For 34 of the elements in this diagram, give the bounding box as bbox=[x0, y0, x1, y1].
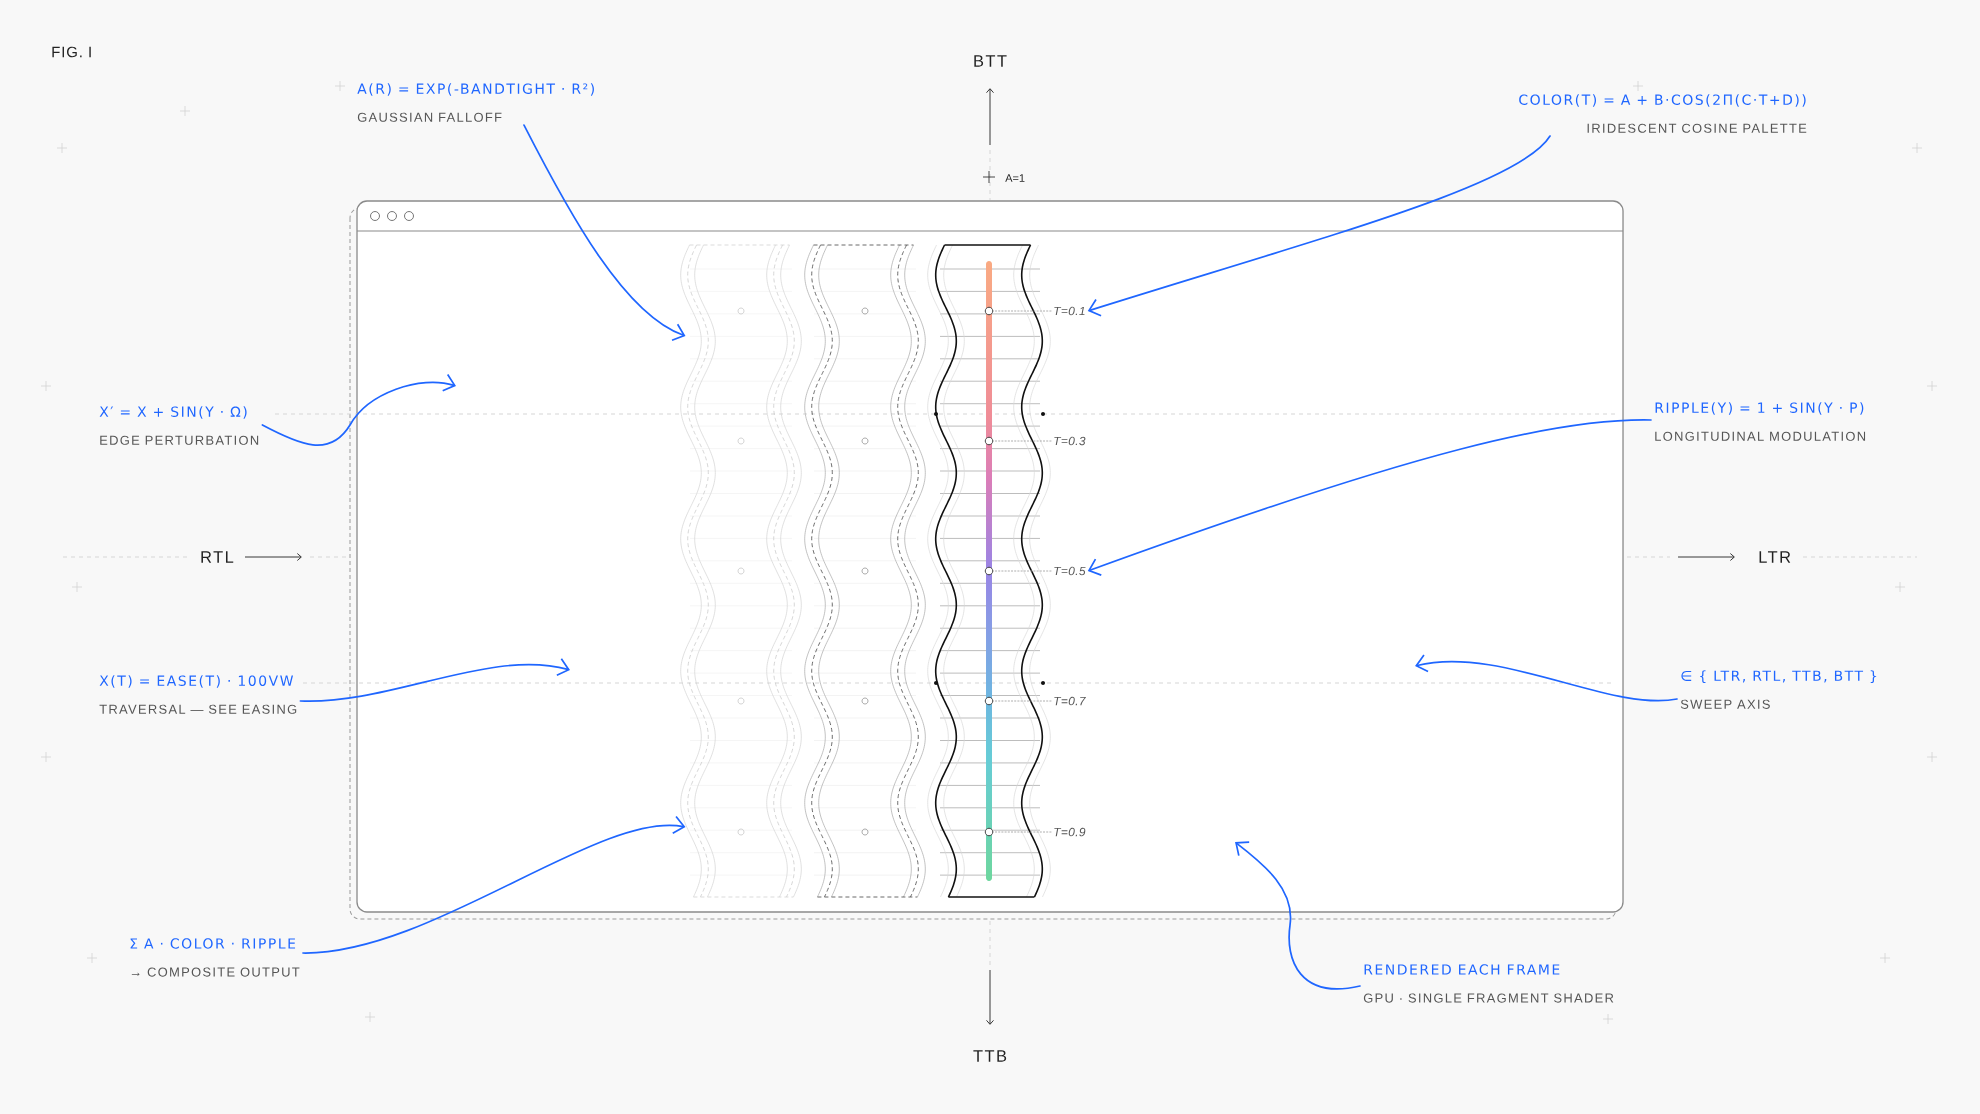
direction-label: LTR bbox=[1759, 551, 1791, 563]
marker-label: T=0.9 bbox=[1054, 827, 1086, 837]
annotation: RIPPLE(Y) = 1 + SIN(Y · Ρ) LONGITUDINAL MODULATION bbox=[1655, 402, 1866, 441]
direction-label: BTT bbox=[974, 55, 1007, 67]
arrow bbox=[1087, 419, 1652, 576]
direction-label: RTL bbox=[201, 551, 234, 563]
annotation: ∈ { LTR, RTL, TTB, BTT } SWEEP AXIS bbox=[1680, 670, 1877, 709]
wavy-band bbox=[927, 244, 1051, 898]
arrow bbox=[302, 815, 686, 954]
arrow bbox=[1087, 135, 1551, 317]
annotation: X′ = X + SIN(Y · Ω) EDGE PERTURBATION bbox=[99, 406, 259, 445]
leader-line bbox=[992, 310, 1052, 312]
leader-line bbox=[992, 700, 1052, 702]
arrow bbox=[1415, 654, 1678, 702]
arrow bbox=[261, 373, 456, 446]
annotation: A(R) = EXP(-BANDTIGHT · R²) GAUSSIAN FALLOFF bbox=[357, 83, 594, 122]
arrow bbox=[523, 124, 686, 342]
marker-label: T=0.5 bbox=[1054, 566, 1086, 576]
marker-label: T=0.7 bbox=[1054, 696, 1086, 706]
leader-line bbox=[992, 570, 1052, 572]
arrow bbox=[1235, 841, 1361, 990]
direction-label: TTB bbox=[973, 1050, 1007, 1062]
arrow bbox=[299, 657, 570, 702]
marker-label: T=0.3 bbox=[1054, 436, 1086, 446]
annotation: Σ A · COLOR · RIPPLE → COMPOSITE OUTPUT bbox=[130, 938, 300, 977]
value-label: A=1 bbox=[1005, 174, 1025, 182]
marker-label: T=0.1 bbox=[1054, 306, 1085, 316]
figure-label: FIG. I bbox=[52, 46, 91, 58]
annotation: RENDERED EACH FRAME GPU · SINGLE FRAGMENT SHADER bbox=[1363, 964, 1614, 1003]
annotation: X(T) = EASE(T) · 100VW TRAVERSAL — SEE EASING bbox=[99, 675, 297, 714]
annotation: COLOR(T) = A + B·COS(2Π(C·T+D)) IRIDESCENT COSINE PALETTE bbox=[1519, 94, 1807, 133]
leader-line bbox=[992, 440, 1052, 442]
wavy-band bbox=[804, 244, 926, 898]
wavy-band bbox=[680, 244, 802, 898]
